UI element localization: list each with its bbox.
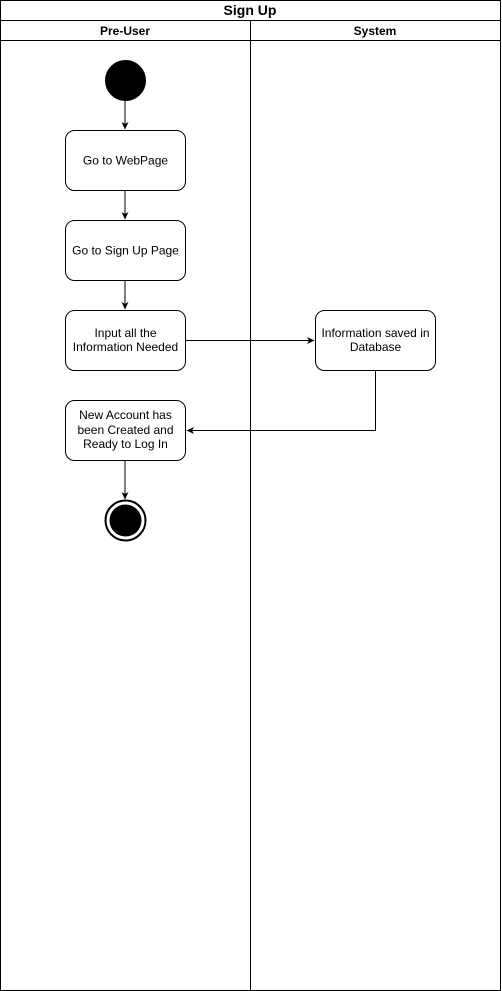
action-label-line-3: Ready to Log In [83, 437, 168, 451]
final-node [104, 499, 147, 542]
action-label: Go to WebPage [83, 154, 168, 168]
action-label-line-2: Database [350, 340, 402, 354]
action-label-line-2: been Created and [77, 423, 173, 437]
action-input-information: Input all the Information Needed [65, 310, 186, 371]
initial-node [105, 60, 146, 101]
edge-saved-to-created [186, 371, 376, 434]
lane-header-system: System [354, 24, 397, 38]
action-go-to-webpage: Go to WebPage [65, 130, 186, 191]
diagram-title: Sign Up [224, 2, 277, 18]
action-label-line-1: New Account has [79, 408, 172, 422]
action-label-line-2: Information Needed [73, 340, 178, 354]
action-label-line-1: Information saved in [321, 326, 429, 340]
action-label-line-1: Input all the [94, 326, 156, 340]
edges [121, 101, 376, 500]
action-account-created: New Account has been Created and Ready t… [65, 400, 186, 461]
action-label: Go to Sign Up Page [72, 244, 179, 258]
action-information-saved: Information saved in Database [315, 310, 436, 371]
action-go-to-sign-up-page: Go to Sign Up Page [65, 220, 186, 281]
lane-header-pre-user: Pre-User [100, 24, 150, 38]
